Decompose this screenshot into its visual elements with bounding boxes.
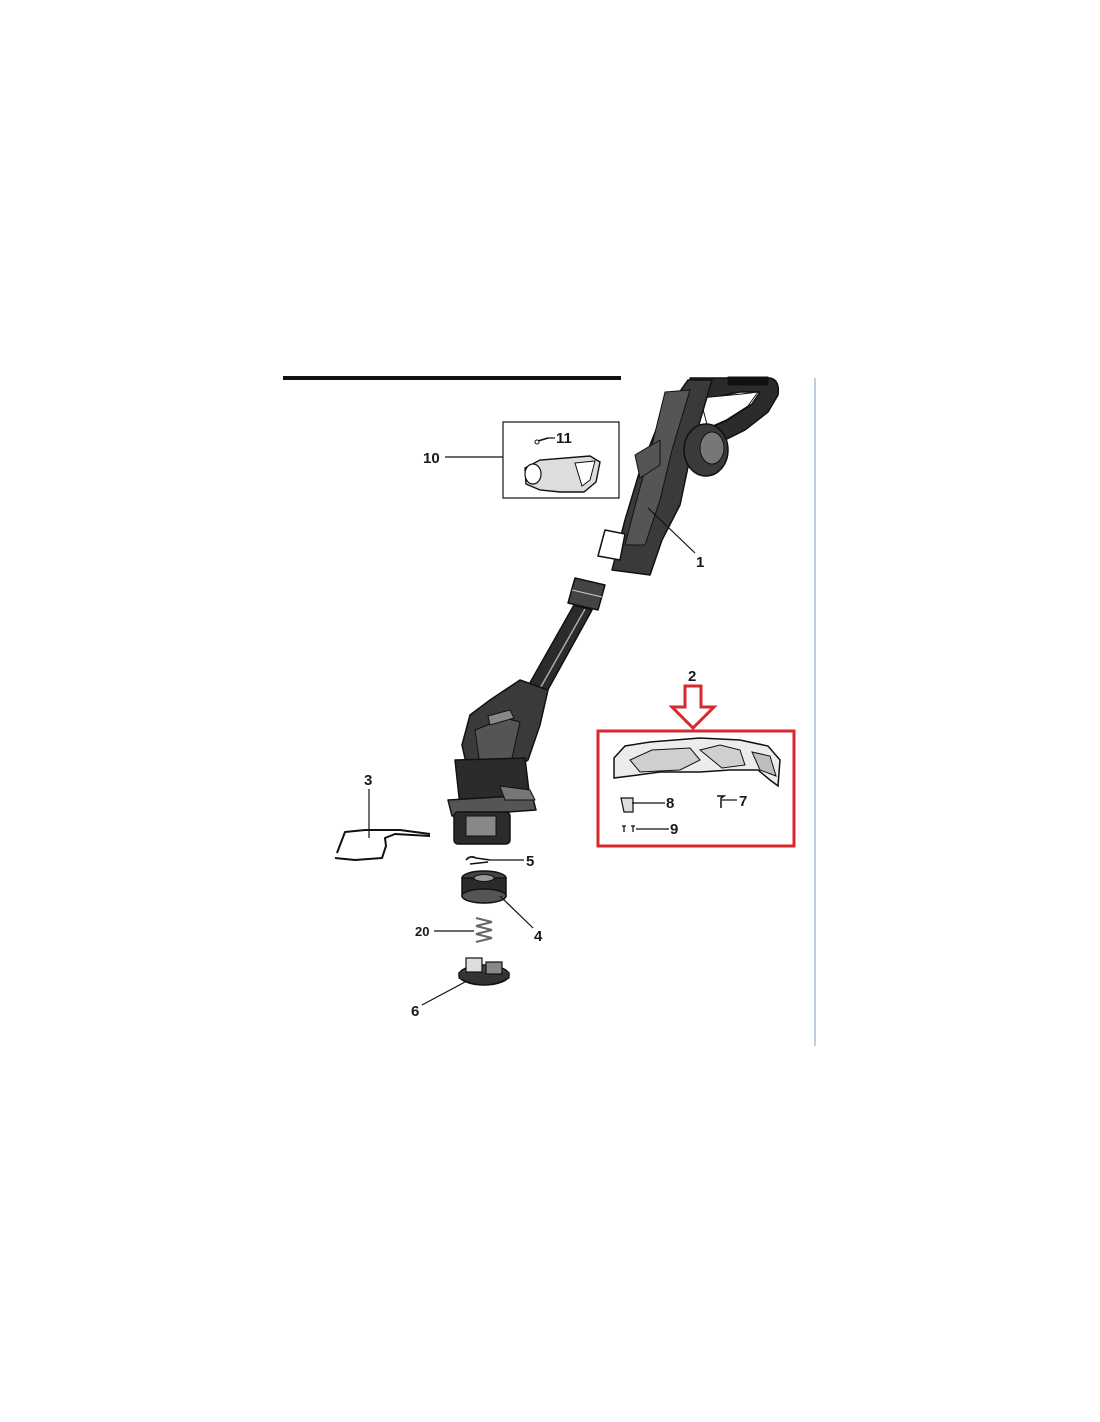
header-rule [283,376,621,380]
callout-3: 3 [364,772,372,789]
callout-5: 5 [526,853,534,870]
callout-1: 1 [696,554,704,571]
callout-10: 10 [423,450,440,467]
callout-6: 6 [411,1003,419,1020]
part-5-drawing [465,856,491,865]
callout-4: 4 [534,928,543,945]
callout-20: 20 [415,924,429,939]
callout-7: 7 [739,793,747,810]
part-2-highlight [596,729,796,848]
part-20-drawing [475,917,493,943]
part-3-drawing [334,829,431,861]
callout-2: 2 [688,668,696,685]
callout-8: 8 [666,795,674,812]
callout-11: 11 [556,430,572,447]
part-6-drawing [458,957,510,986]
leader-lines [368,437,737,1006]
down-arrow-icon [668,684,718,731]
part-4-drawing [461,870,507,904]
trimmer-body-drawing [447,376,780,845]
callout-9: 9 [670,821,678,838]
inset-box-10-11 [502,421,620,499]
